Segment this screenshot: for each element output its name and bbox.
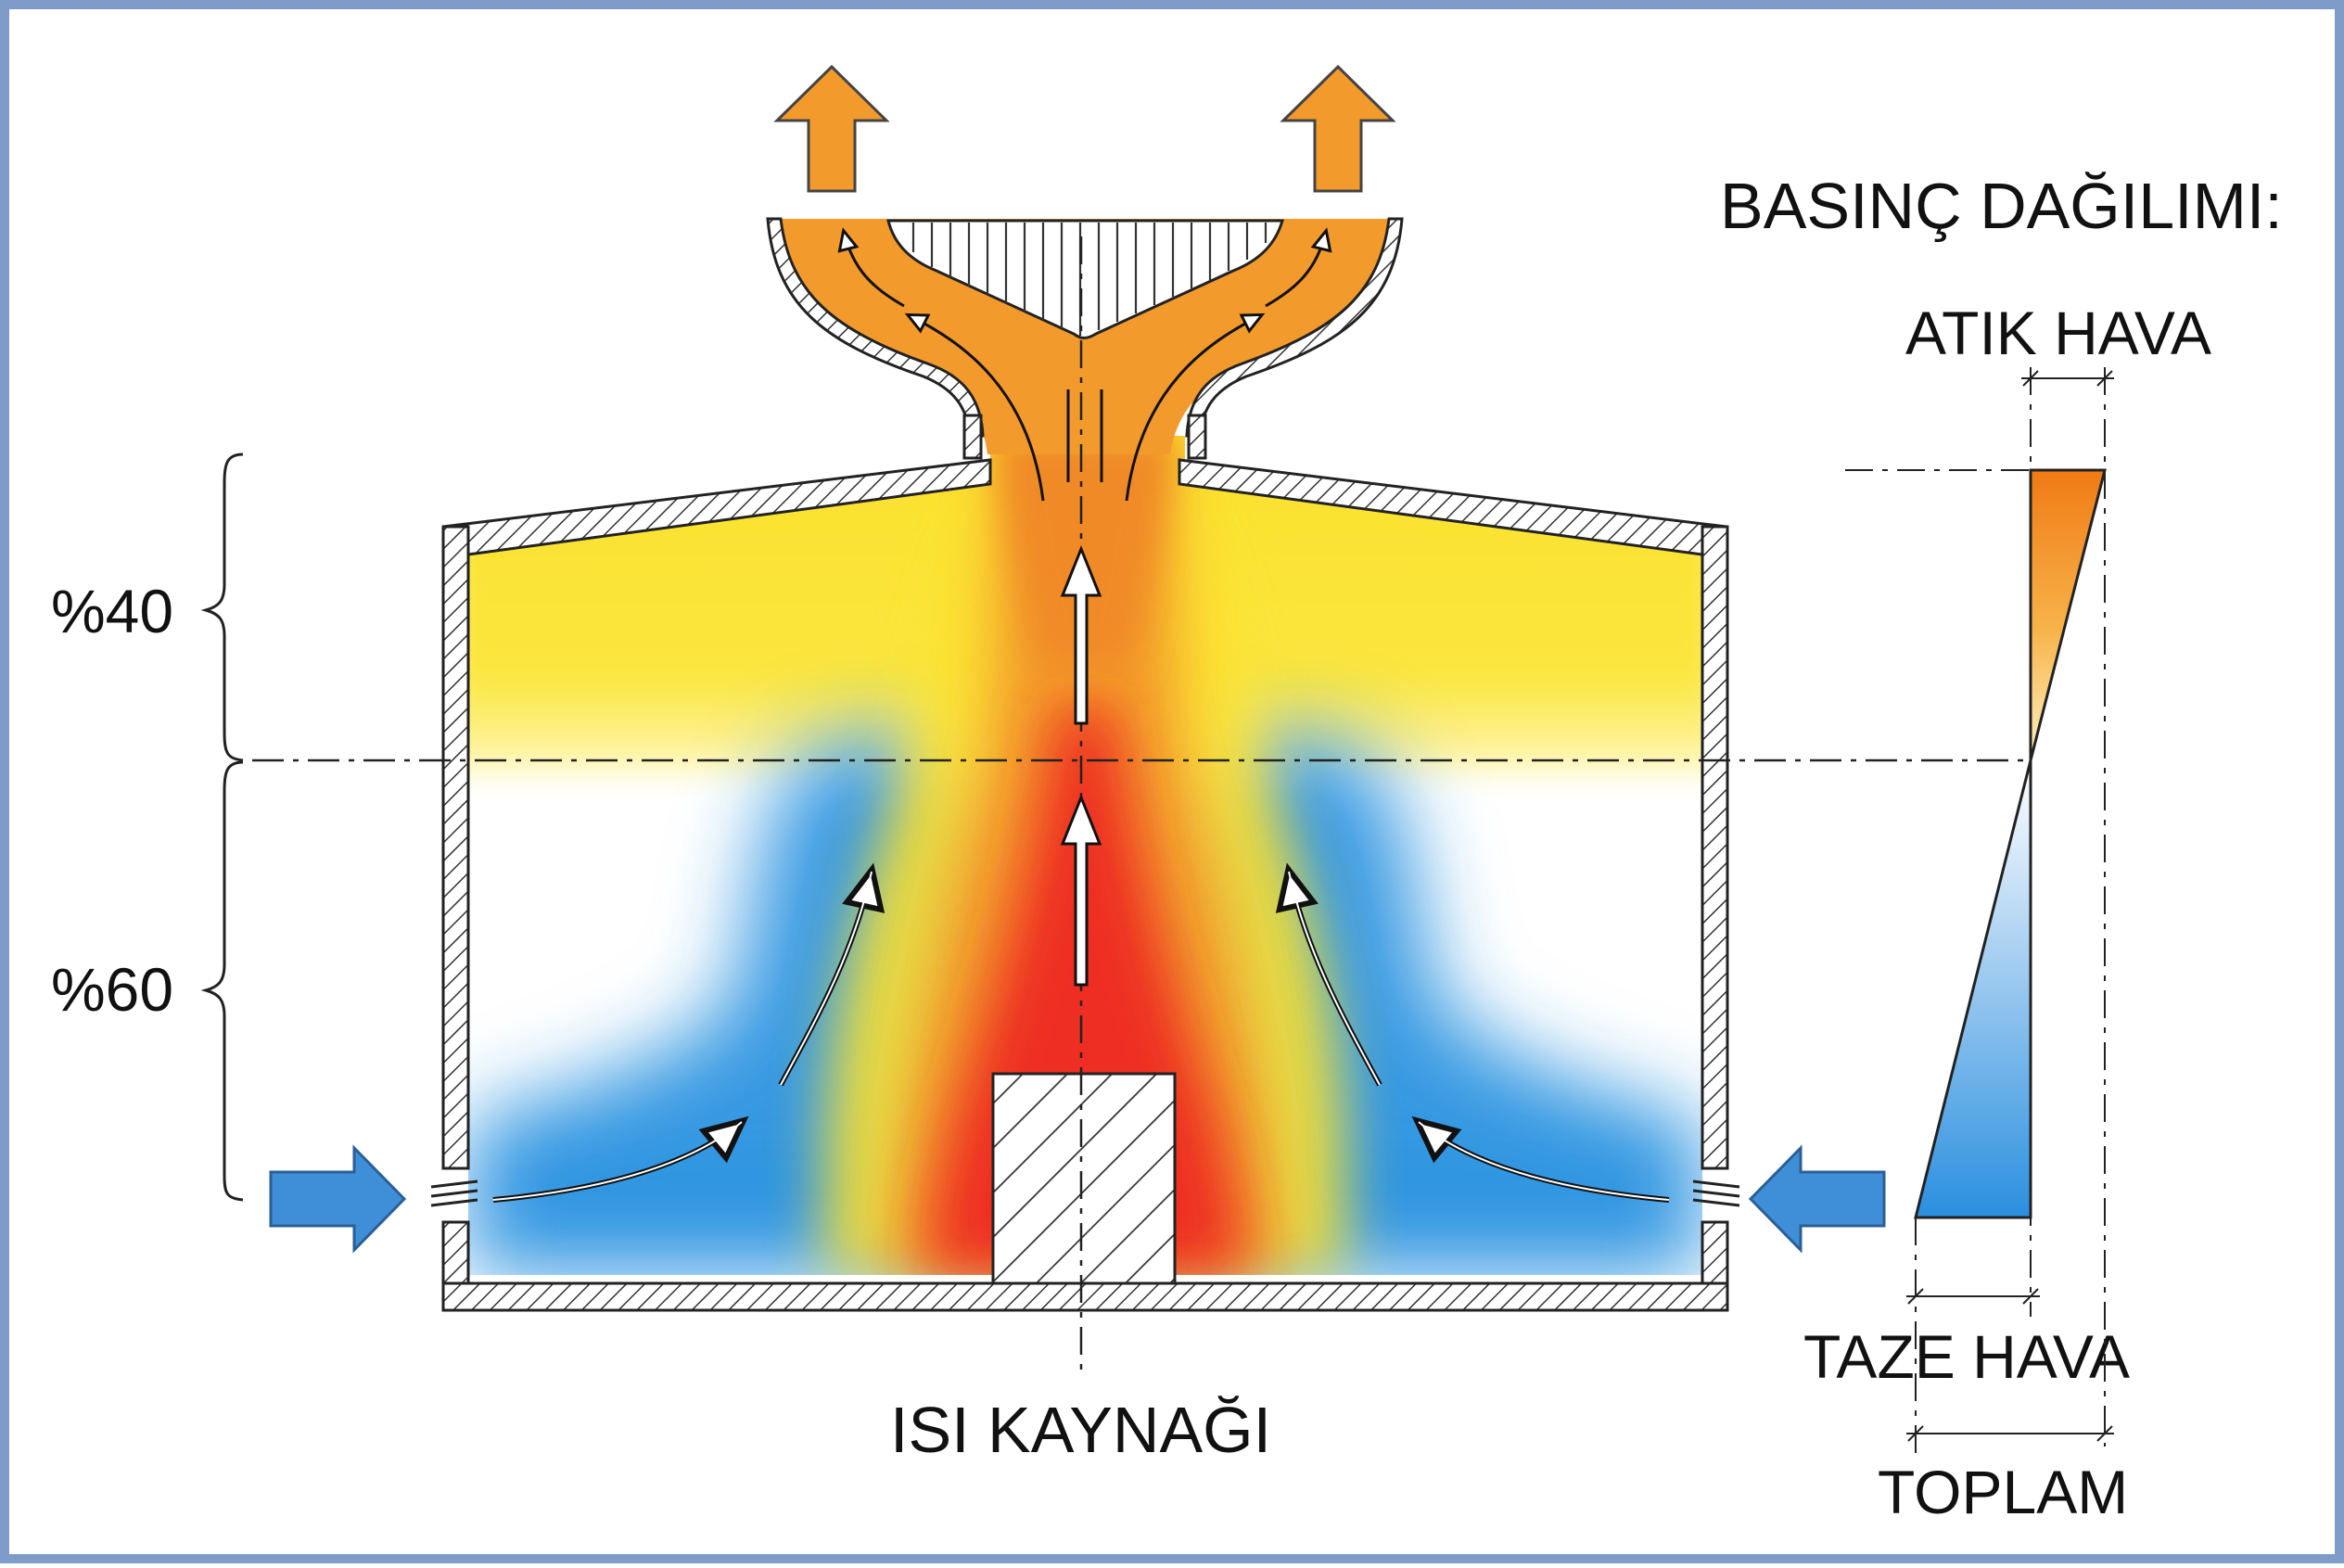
flow-arrow-hood-right	[1125, 312, 1266, 502]
wall-right-upper	[1701, 525, 1729, 1170]
hood-right-wall	[1185, 217, 1404, 438]
lower-zone-percent: %60	[51, 955, 173, 1024]
plume-arrows	[1060, 544, 1102, 987]
building-walls	[430, 458, 1740, 1312]
pressure-distribution: BASINÇ DAĞILIMI: ATIK HAVA TAZE HAVA TOP…	[1720, 170, 2283, 1526]
zone-braces	[200, 453, 244, 1202]
heat-source-label: ISI KAYNAĞI	[890, 1394, 1271, 1466]
flow-arrow-hood-outer-left	[837, 227, 905, 308]
heat-source-block	[991, 1072, 1177, 1285]
plume-arrow-high	[1060, 544, 1102, 725]
flow-arrows	[492, 227, 1670, 1203]
exhaust-pressure-triangle	[2029, 468, 2107, 761]
flow-arrow-hood-outer-right	[1265, 227, 1332, 308]
arrow-up-icon	[1280, 64, 1396, 193]
inlet-arrows	[269, 1144, 1886, 1254]
total-label: TOPLAM	[1878, 1458, 2128, 1526]
brace-lower	[200, 760, 244, 1202]
floor	[441, 1281, 1729, 1312]
hood-cone-hatching	[911, 223, 1268, 336]
wall-left-upper	[441, 525, 470, 1170]
louver-left	[430, 1179, 478, 1207]
brace-upper	[200, 453, 244, 762]
arrow-up-icon	[773, 64, 890, 193]
arrow-right-icon	[269, 1144, 407, 1254]
pressure-title: BASINÇ DAĞILIMI:	[1720, 170, 2283, 242]
arrow-left-icon	[1748, 1144, 1886, 1254]
flow-arrow-hood-left	[904, 312, 1045, 502]
exhaust-arrows	[773, 64, 1396, 193]
hood-left-wall	[766, 217, 985, 438]
louver-right	[1692, 1179, 1740, 1207]
plume-arrow-low	[1060, 793, 1102, 987]
upper-zone-percent: %40	[51, 577, 173, 645]
fresh-air-label: TAZE HAVA	[1803, 1322, 2130, 1391]
exhaust-air-label: ATIK HAVA	[1905, 299, 2211, 367]
fresh-air-pressure-triangle	[1914, 759, 2032, 1219]
exhaust-hood	[766, 217, 1404, 460]
